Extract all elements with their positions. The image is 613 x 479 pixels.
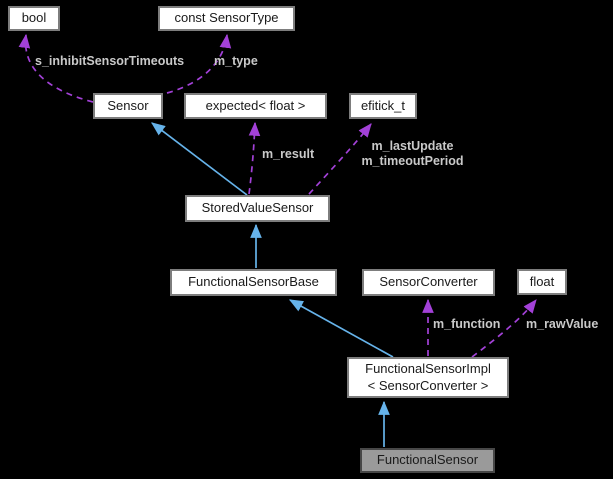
- node-bool[interactable]: bool: [8, 6, 60, 31]
- node-efitick-t[interactable]: efitick_t: [349, 93, 417, 119]
- edge-member-storedvaluesensor-to-expected-float: [248, 121, 261, 195]
- node-sensor[interactable]: Sensor: [93, 93, 163, 119]
- node-sensorconverter[interactable]: SensorConverter: [362, 269, 495, 296]
- edge-label-s-inhibitsensortimeouts: s_inhibitSensorTimeouts: [35, 54, 185, 68]
- edge-label-m-lastupdate-m-timeoutperiod: m_lastUpdate m_timeoutPeriod: [361, 139, 464, 168]
- node-expected-float[interactable]: expected< float >: [184, 93, 327, 119]
- node-float[interactable]: float: [517, 269, 567, 295]
- edge-inheritance-storedvaluesensor-to-sensor: [151, 122, 248, 196]
- node-storedvaluesensor[interactable]: StoredValueSensor: [185, 195, 330, 222]
- node-functionalsensor: FunctionalSensor: [360, 448, 495, 473]
- edge-member-functionalsensorimpl-to-float: [471, 299, 537, 358]
- edge-member-sensor-to-bool: [18, 33, 94, 103]
- edge-label-m-rawvalue: m_rawValue: [526, 317, 599, 331]
- edge-inheritance-functionalsensorimpl-to-functionalsensorbase: [288, 299, 394, 358]
- edge-label-m-function: m_function: [433, 317, 501, 331]
- node-functionalsensorimpl[interactable]: FunctionalSensorImpl < SensorConverter >: [347, 357, 509, 398]
- edge-member-storedvaluesensor-to-efitick-t: [308, 123, 372, 195]
- node-functionalsensorbase[interactable]: FunctionalSensorBase: [170, 269, 337, 296]
- edge-label-m-type: m_type: [214, 54, 258, 68]
- node-const-sensortype[interactable]: const SensorType: [158, 6, 295, 31]
- edge-label-m-result: m_result: [262, 147, 315, 161]
- edge-member-sensor-to-const-sensortype: [166, 33, 232, 94]
